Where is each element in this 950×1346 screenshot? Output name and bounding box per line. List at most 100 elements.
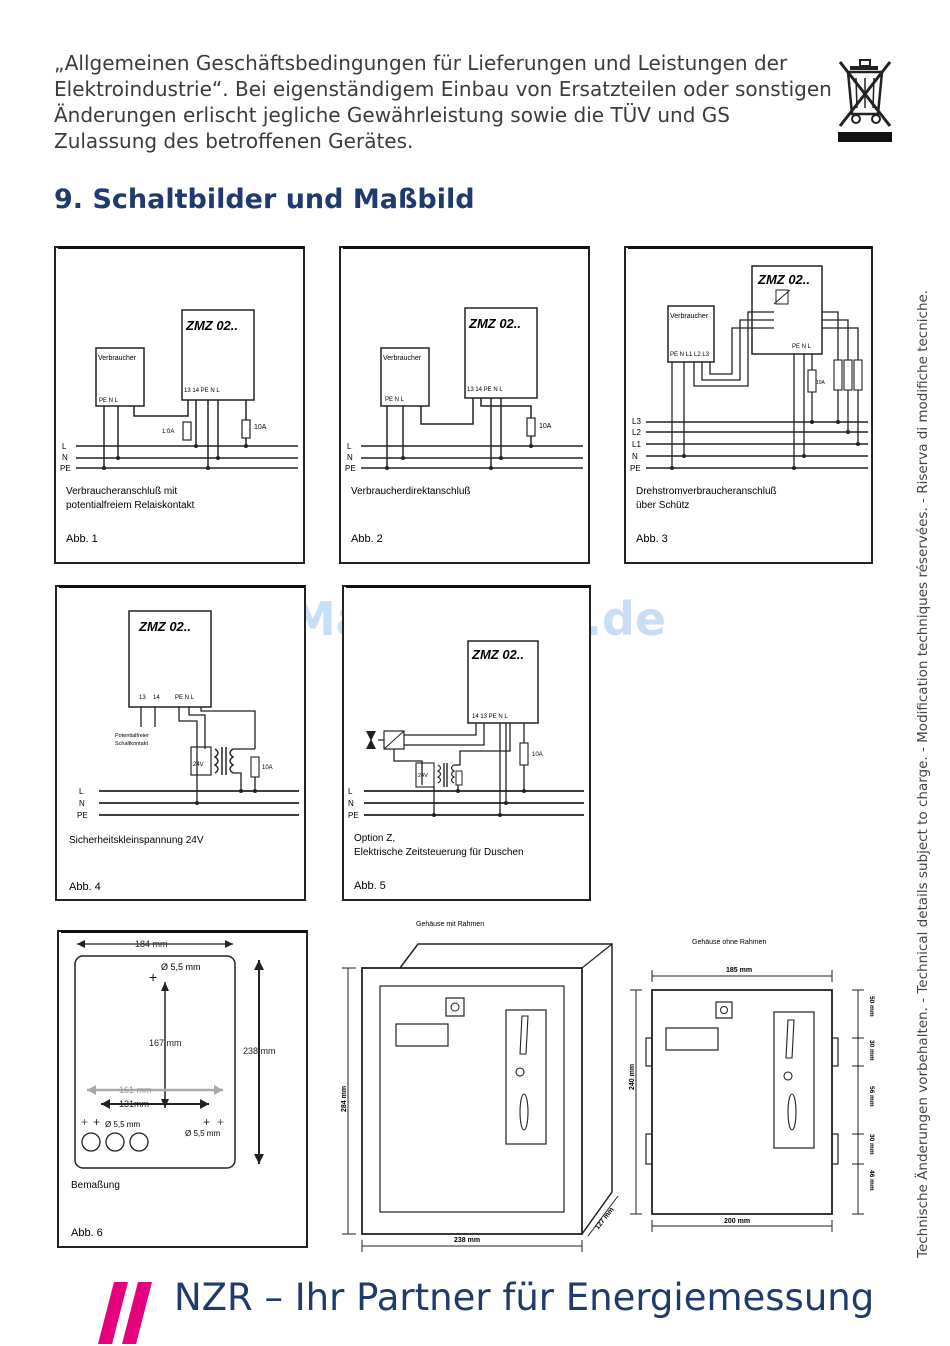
figure-housing-with-frame: Gehäuse mit Rahmen 284 mm 238 mm 127 mm	[336, 914, 626, 1254]
contact-label: Schaltkontakt	[115, 741, 148, 747]
line-pe-label: PE	[60, 464, 71, 473]
line-l-label: L	[348, 787, 353, 796]
voltage-label: 24V	[193, 762, 204, 768]
mount-hole-mark: +	[93, 1115, 100, 1129]
line-pe-label: PE	[630, 464, 641, 473]
dimension-mid: 167 mm	[149, 1038, 182, 1048]
voltage-label: 24V	[418, 773, 428, 779]
terminal-label: PE N L	[175, 695, 195, 701]
drawing-title: Gehäuse mit Rahmen	[416, 921, 484, 928]
line-pe-label: PE	[348, 811, 359, 820]
dimension-d5: 46 mm	[868, 1170, 875, 1191]
hole-label: Ø 5,5 mm	[185, 1129, 220, 1138]
figure-number: Abb. 4	[69, 881, 101, 893]
mount-hole-mark: +	[81, 1115, 88, 1129]
terminal-label: 14	[153, 695, 160, 701]
device-terminals: PE N L	[792, 344, 812, 350]
fuse-label: 10A	[532, 752, 543, 758]
figure-number: Abb. 3	[636, 533, 668, 545]
line-n-label: N	[62, 453, 68, 462]
line-n-label: N	[348, 799, 354, 808]
fuse-label: 1:0A	[162, 429, 174, 435]
dimension-d2: 30 mm	[868, 1040, 875, 1061]
line-l-label: L	[62, 442, 67, 451]
consumer-terminals: PE N L1 L2 L3	[670, 352, 710, 358]
line-pe-label: PE	[345, 464, 356, 473]
line-l2-label: L2	[632, 428, 641, 437]
mount-hole-mark: +	[203, 1115, 210, 1129]
hole-label: Ø 5,5 mm	[105, 1120, 140, 1129]
figure-3: ZMZ 02.. PE N L Verbraucher PE N L1 L2 L…	[624, 246, 874, 566]
figure-number: Abb. 2	[351, 533, 383, 545]
mount-hole-mark: +	[217, 1115, 224, 1129]
terminal-label: 13	[139, 695, 146, 701]
mount-hole-mark: +	[149, 969, 157, 985]
line-l1-label: L1	[632, 440, 641, 449]
figure-caption: Verbraucherdirektanschluß	[351, 486, 471, 497]
line-l-label: L	[79, 787, 84, 796]
figure-2: ZMZ 02.. 13 14 PE N L Verbraucher PE N L…	[339, 246, 591, 566]
footer-slogan: NZR – Ihr Partner für Energiemessung	[174, 1276, 875, 1319]
nzr-logo-slashes-icon	[98, 1282, 152, 1344]
dimension-height: 240 mm	[629, 1064, 636, 1090]
weee-bin-icon	[838, 59, 892, 142]
dimension-height: 284 mm	[341, 1086, 348, 1112]
figure-number: Abb. 6	[71, 1227, 103, 1239]
dimension-width: 238 mm	[454, 1237, 480, 1244]
figure-caption: über Schütz	[636, 500, 689, 511]
dimension-d3: 56 mm	[868, 1086, 875, 1107]
figure-caption: Sicherheitskleinspannung 24V	[69, 835, 204, 846]
section-title: 9. Schaltbilder und Maßbild	[54, 184, 475, 215]
figure-1: ZMZ 02.. 13 14 PE N L Verbraucher PE N L…	[54, 246, 306, 566]
device-terminals: 13 14 PE N L	[467, 387, 503, 393]
device-label: ZMZ 02..	[138, 619, 191, 634]
hole-label: Ø 5,5 mm	[161, 962, 201, 972]
dimension-w2: 131mm	[119, 1099, 149, 1109]
device-terminals: 14 13 PE N L	[472, 714, 508, 720]
drawing-title: Gehäuse ohne Rahmen	[692, 939, 766, 946]
line-n-label: N	[347, 453, 353, 462]
consumer-terminals: PE N L	[385, 397, 405, 403]
fuse-label: 10A	[262, 765, 273, 771]
intro-paragraph: „Allgemeinen Geschäftsbedingungen für Li…	[54, 51, 832, 153]
line-l-label: L	[347, 442, 352, 451]
dimension-top: 185 mm	[726, 967, 752, 974]
line-n-label: N	[79, 799, 85, 808]
figure-number: Abb. 1	[66, 533, 98, 545]
dimension-d1: 50 mm	[868, 996, 875, 1017]
contact-label: Potentialfreier	[115, 733, 149, 739]
dimension-w1: 161 mm	[119, 1085, 152, 1095]
device-label: ZMZ 02..	[468, 316, 521, 331]
line-n-label: N	[632, 452, 638, 461]
figure-caption: potentialfreiem Relaiskontakt	[66, 500, 195, 511]
figure-caption: Verbraucheranschluß mit	[66, 486, 177, 497]
device-label: ZMZ 02..	[757, 272, 810, 287]
figure-number: Abb. 5	[354, 880, 386, 892]
figure-caption: Option Z,	[354, 833, 395, 844]
dimension-d4: 30 mm	[868, 1134, 875, 1155]
side-disclaimer: Technische Änderungen vorbehalten. - Tec…	[915, 289, 931, 1258]
figure-housing-without-frame: Gehäuse ohne Rahmen 185 mm 240 mm 200 mm…	[626, 934, 884, 1234]
dimension-width: 184 mm	[135, 939, 168, 949]
consumer-label: Verbraucher	[670, 313, 709, 320]
fuse-label: 10A	[254, 424, 267, 431]
figure-caption: Drehstromverbraucheranschluß	[636, 486, 777, 497]
device-label: ZMZ 02..	[471, 647, 524, 662]
line-l3-label: L3	[632, 417, 641, 426]
dimension-bottom: 200 mm	[724, 1218, 750, 1225]
consumer-label: Verbraucher	[383, 355, 422, 362]
device-label: ZMZ 02..	[185, 318, 238, 333]
dimension-depth: 127 mm	[594, 1206, 616, 1231]
device-terminals: 13 14 PE N L	[184, 388, 220, 394]
figure-caption: Elektrische Zeitsteuerung für Duschen	[354, 847, 524, 858]
figure-caption: Bemaßung	[71, 1180, 120, 1191]
figure-5: ZMZ 02.. 14 13 PE N L 24V 10A L N PE Opt…	[342, 585, 592, 903]
figure-6: 184 mm 238 mm Ø 5,5 mm + 167 mm 161 mm 1…	[57, 930, 309, 1250]
figure-4: ZMZ 02.. 13 14 PE N L Potentialfreier Sc…	[55, 585, 307, 903]
consumer-label: Verbraucher	[98, 355, 137, 362]
line-pe-label: PE	[77, 811, 88, 820]
fuse-label: 10A	[539, 423, 552, 430]
dimension-height: 238 mm	[243, 1046, 276, 1056]
consumer-terminals: PE N L	[99, 398, 119, 404]
fuse-label: 10A	[816, 380, 826, 386]
